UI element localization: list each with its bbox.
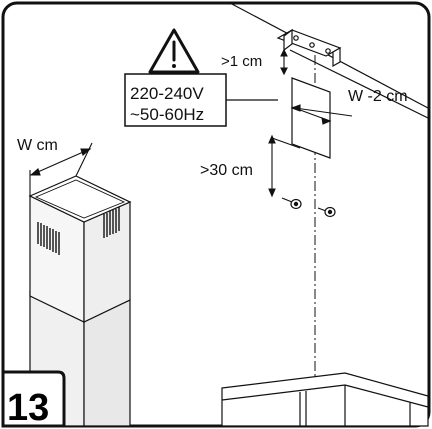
- gap-bottom-label: >30 cm: [200, 162, 253, 179]
- voltage-label-box: [124, 73, 278, 127]
- vent-slots-left: [37, 222, 60, 255]
- width-bracket-dimension: [290, 104, 353, 125]
- gap-top-label: >1 cm: [221, 53, 262, 70]
- wall-screw-left: [281, 197, 302, 210]
- gap-top-dimension: [280, 48, 288, 76]
- vent-slots-right: [103, 207, 120, 238]
- chimney-width-label: W cm: [17, 137, 58, 154]
- step-number: 13: [7, 387, 49, 429]
- chimney-width-dimension: [29, 142, 93, 196]
- wall-lines: [229, 2, 429, 119]
- chimney-upper-section: [28, 175, 132, 323]
- voltage-label: 220-240V: [130, 84, 204, 103]
- step-number-badge: 13: [1, 370, 66, 429]
- top-bracket: [276, 28, 342, 68]
- frequency-label: ~50-60Hz: [130, 105, 204, 124]
- warning-triangle-icon: [148, 28, 200, 74]
- wall-screw-right: [317, 206, 336, 218]
- paper-template: [291, 77, 331, 159]
- base-cabinet: [221, 372, 429, 427]
- gap-bottom-dimension: [268, 134, 301, 198]
- width-bracket-label: W -2 cm: [348, 88, 408, 105]
